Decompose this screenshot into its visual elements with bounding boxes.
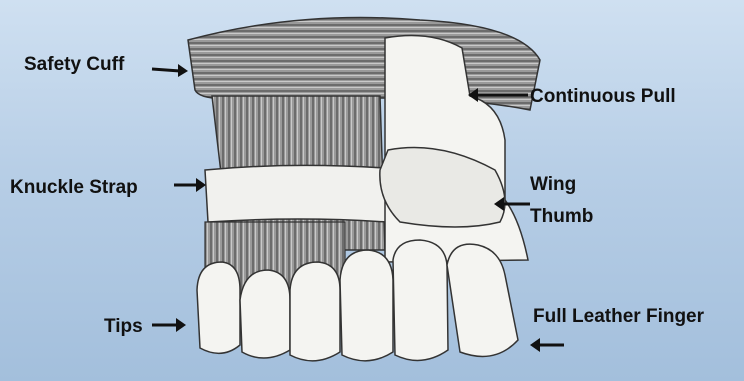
arrow-left-icon (528, 336, 566, 354)
arrow-right-icon (172, 176, 208, 194)
label-continuous-pull: Continuous Pull (530, 86, 676, 108)
label-wing-thumb-line1: Wing (530, 174, 576, 196)
arrow-right-icon (150, 60, 190, 78)
label-full-leather-finger: Full Leather Finger (533, 306, 704, 328)
label-safety-cuff: Safety Cuff (24, 54, 124, 76)
label-knuckle-strap: Knuckle Strap (10, 177, 138, 199)
knuckle-strap-region (205, 165, 386, 222)
arrow-left-icon (466, 86, 530, 104)
label-tips: Tips (104, 316, 143, 338)
arrow-right-icon (150, 316, 188, 334)
label-wing-thumb-line2: Thumb (530, 206, 593, 228)
arrow-left-icon (492, 195, 532, 213)
